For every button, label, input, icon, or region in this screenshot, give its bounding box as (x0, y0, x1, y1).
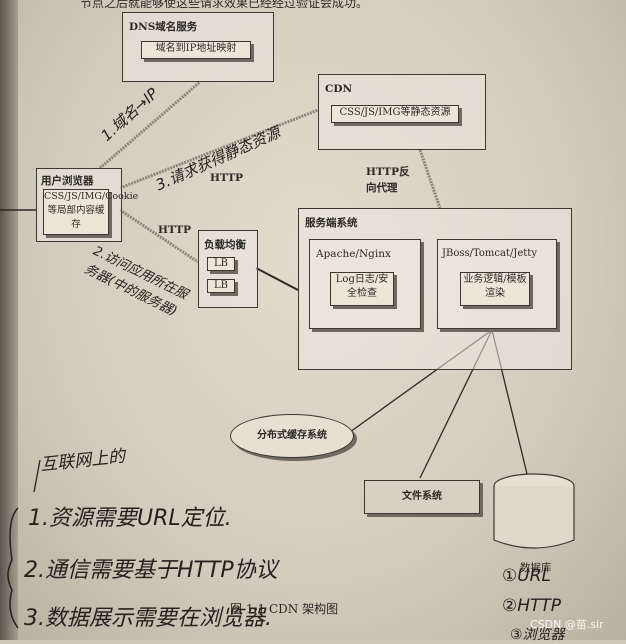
dns-service-box: DNS域名服务 域名到IP地址映射 (122, 12, 274, 82)
lb-item: LB (207, 279, 235, 293)
load-balancer-box: 负载均衡 LB LB (198, 230, 258, 308)
http-reverse-proxy-label: HTTP反向代理 (366, 166, 410, 194)
dns-title: DNS域名服务 (129, 21, 198, 33)
header-partial-text: 节点之后就能够使这些请求效果已经经过验证会成功。 (80, 0, 369, 8)
csdn-watermark: CSDN @苗.sir (530, 618, 604, 631)
server-title: 服务端系统 (305, 217, 358, 229)
browser-cache: CSS/JS/IMG/Cookie等局部内容缓存 (43, 189, 138, 235)
page-edge-shadow (0, 0, 18, 640)
cdn-static-resources: CSS/JS/IMG等静态资源 (331, 105, 459, 123)
http-label-cdn: HTTP (210, 172, 244, 184)
database-label: 数据库 (520, 562, 552, 574)
file-system-box: 文件系统 (364, 480, 480, 514)
apache-box: Apache/Nginx Log日志/安全检查 (309, 239, 421, 329)
handwritten-line1: 1.资源需要URL定位. (28, 506, 232, 531)
lb-title: 负载均衡 (204, 239, 246, 251)
handwritten-right2: ②HTTP (502, 596, 562, 616)
cdn-box: CDN CSS/JS/IMG等静态资源 (318, 74, 486, 150)
cdn-title: CDN (325, 83, 353, 95)
cache-label: 分布式缓存系统 (257, 430, 327, 441)
jboss-business-logic: 业务逻辑/模板渲染 (460, 272, 530, 306)
jboss-box: JBoss/Tomcat/Jetty 业务逻辑/模板渲染 (437, 239, 557, 329)
dns-mapping: 域名到IP地址映射 (141, 41, 251, 59)
browser-title: 用户浏览器 (41, 175, 94, 187)
http-label-lb: HTTP (158, 224, 192, 236)
handwritten-right1: ①URL (502, 566, 551, 586)
browser-box: 用户浏览器 CSS/JS/IMG/Cookie等局部内容缓存 (36, 168, 138, 242)
server-system-box: 服务端系统 Apache/Nginx Log日志/安全检查 JBoss/Tomc… (298, 208, 572, 370)
file-system-label: 文件系统 (402, 491, 442, 502)
handwritten-line2: 2.通信需要基于HTTP协议 (24, 558, 278, 583)
handwritten-right3: ③浏览器 (510, 627, 565, 643)
jboss-title: JBoss/Tomcat/Jetty (442, 248, 537, 259)
figure-caption: 图 1-1 CDN 架构图 (230, 602, 339, 616)
handwritten-line3: 3.数据展示需要在浏览器. (24, 606, 272, 631)
apache-title: Apache/Nginx (316, 248, 391, 260)
apache-log-security: Log日志/安全检查 (330, 272, 394, 306)
lb-item: LB (207, 257, 235, 271)
distributed-cache-ellipse: 分布式缓存系统 (230, 414, 354, 458)
